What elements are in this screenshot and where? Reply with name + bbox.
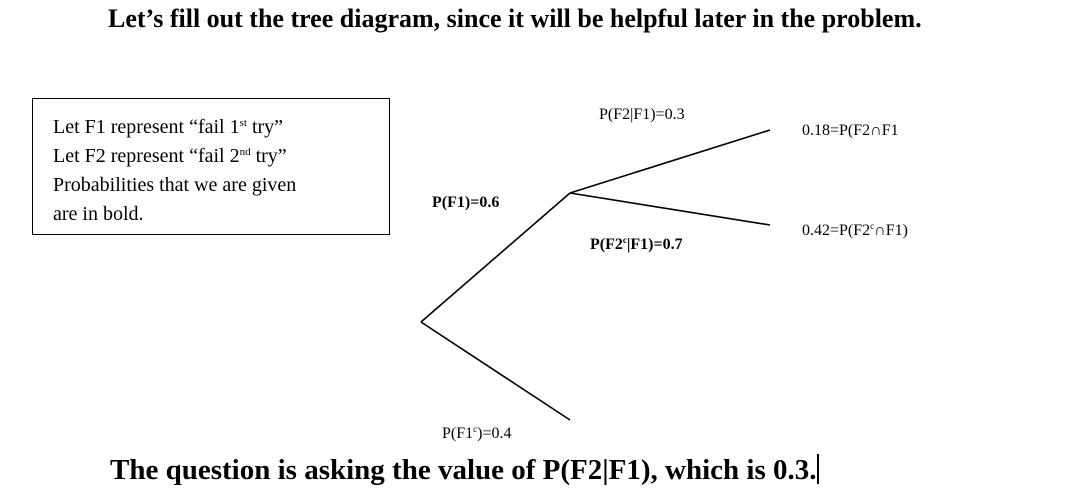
branch-f1	[420, 192, 571, 323]
branch-f2c-given-f1	[569, 192, 771, 226]
legend-line-given: Probabilities that we are given	[53, 174, 297, 196]
label-joint-f2-f1: 0.18=P(F2∩F1	[802, 122, 899, 139]
answer-statement: The question is asking the value of P(F2…	[110, 452, 819, 488]
page-heading: Let’s fill out the tree diagram, since i…	[108, 4, 922, 33]
label-p-f2c-given-f1: P(F2c|F1)=0.7	[590, 235, 683, 254]
label-p-f1: P(F1)=0.6	[432, 194, 500, 211]
label-p-f2-given-f1: P(F2|F1)=0.3	[599, 106, 685, 123]
label-joint-f2c-f1: 0.42=P(F2c∩F1)	[802, 221, 908, 240]
label-p-f1c: P(F1c)=0.4	[442, 424, 512, 443]
legend-line-f1: Let F1 represent “fail 1st try”	[53, 116, 284, 138]
branch-f1c	[420, 321, 571, 421]
text-cursor	[817, 454, 819, 484]
branch-f2-given-f1	[569, 129, 771, 194]
legend-line-bold: are in bold.	[53, 203, 144, 225]
legend-line-f2: Let F2 represent “fail 2nd try”	[53, 145, 287, 167]
legend-box: Let F1 represent “fail 1st try” Let F2 r…	[32, 98, 390, 235]
